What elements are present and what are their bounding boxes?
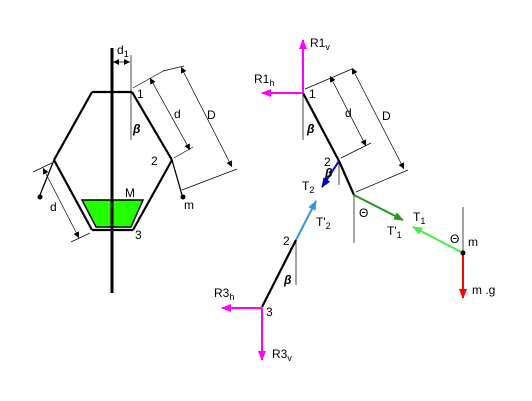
upper-link — [302, 92, 340, 162]
d-left-dimension — [42, 167, 80, 239]
rhs-beta-low: β — [283, 273, 292, 287]
rhs-d-label: d — [345, 106, 352, 120]
d-dimension — [149, 77, 191, 151]
T2-prime-arrow — [295, 200, 317, 241]
rhs-node-1-label: 1 — [309, 87, 316, 101]
rhs-D-dimension — [351, 67, 405, 170]
left-ball — [37, 194, 43, 200]
rhs-node-2-upper: 2 — [324, 155, 331, 169]
mass-m-point — [460, 250, 466, 256]
rhs-beta-mid: β — [324, 166, 333, 180]
rhs-node-3-label: 3 — [266, 305, 273, 319]
lower-link — [261, 239, 297, 308]
mass-m-label: m — [184, 198, 194, 212]
D-dimension — [180, 66, 233, 168]
left-upper-arm — [53, 91, 93, 161]
node-1-label: 1 — [137, 87, 144, 101]
R1h-label: R1h — [254, 72, 274, 88]
rhs-mass-m-label: m — [468, 235, 478, 249]
T1-prime-label: T'1 — [387, 224, 402, 240]
d1-label: d1 — [117, 43, 129, 59]
beta-label: β — [132, 122, 141, 136]
rhs-node-2-lower: 2 — [283, 234, 290, 248]
mass-M-label: M — [125, 186, 135, 200]
T1-prime-arrow — [412, 226, 464, 254]
D-label: D — [207, 108, 216, 122]
rhs-beta-top: β — [306, 122, 315, 136]
theta-mid-label: Θ — [359, 206, 368, 220]
R1v-label: R1v — [310, 36, 330, 52]
left-lower-arm — [53, 159, 93, 231]
R3v-label: R3v — [272, 347, 292, 363]
left-governor — [32, 48, 238, 293]
d-label: d — [174, 107, 181, 121]
weight-label: m .g — [472, 283, 495, 297]
node-2-label: 2 — [151, 154, 158, 168]
rhs-D-label: D — [382, 109, 391, 123]
right-ball-rod — [171, 159, 183, 196]
free-body-diagram — [221, 39, 467, 361]
node-3-label: 3 — [135, 228, 142, 242]
ball-arm — [337, 160, 356, 196]
right-lower-arm — [132, 159, 173, 231]
T2-label: T2 — [302, 179, 314, 195]
d-left-label: d — [50, 200, 57, 214]
T2-prime-label: T'2 — [316, 215, 331, 231]
T1-label: T1 — [413, 210, 425, 226]
R3h-label: R3h — [214, 286, 234, 302]
T1-arrow — [353, 194, 404, 221]
T2-arrow — [321, 160, 340, 188]
theta-m-label: Θ — [450, 232, 459, 246]
right-ball — [180, 194, 186, 200]
